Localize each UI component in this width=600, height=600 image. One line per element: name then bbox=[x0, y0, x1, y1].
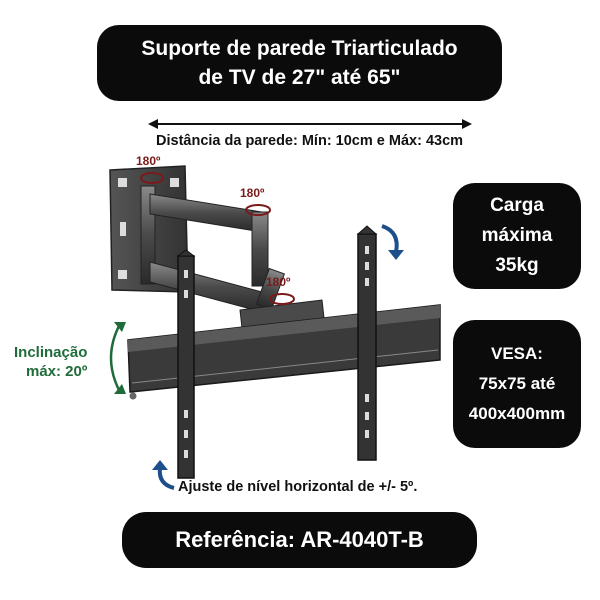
tilt-line-1: Inclinação bbox=[14, 344, 88, 361]
vesa-line-3: 400x400mm bbox=[468, 404, 566, 423]
title-banner: Suporte de parede Triarticulado de TV de… bbox=[97, 25, 502, 101]
vesa-line-2: 75x75 até bbox=[478, 374, 556, 393]
distance-arrow-icon bbox=[148, 119, 472, 129]
load-line-3: 35kg bbox=[495, 255, 539, 276]
rotation-label-1: 180º bbox=[136, 154, 161, 168]
rotation-label-2: 180º bbox=[240, 186, 265, 200]
tilt-label: Inclinação máx: 20º bbox=[14, 343, 87, 381]
title-line-1: Suporte de parede Triarticulado bbox=[141, 37, 458, 60]
vertical-bracket-left bbox=[176, 249, 196, 479]
level-adjust-label: Ajuste de nível horizontal de +/- 5º. bbox=[178, 479, 418, 495]
articulated-arms bbox=[140, 185, 325, 329]
rotation-marker-2: 180º bbox=[240, 186, 271, 216]
rotation-label-3: 180º bbox=[266, 275, 291, 289]
load-line-1: Carga bbox=[490, 195, 544, 216]
title-line-2: de TV de 27" até 65" bbox=[198, 66, 401, 89]
tilt-line-2: máx: 20º bbox=[26, 363, 88, 380]
wall-distance-label: Distância da parede: Mín: 10cm e Máx: 43… bbox=[156, 133, 464, 149]
rotation-marker-3: 180º bbox=[266, 275, 295, 305]
tilt-range-arrow-icon bbox=[109, 322, 126, 394]
rotation-marker-1: 180º bbox=[136, 154, 164, 184]
vesa-line-1: VESA: bbox=[491, 344, 543, 363]
level-arrow-icon bbox=[152, 460, 175, 490]
vesa-badge: VESA: 75x75 até 400x400mm bbox=[453, 320, 581, 448]
reference-banner: Referência: AR-4040T-B bbox=[122, 512, 477, 568]
load-line-2: máxima bbox=[481, 225, 553, 246]
max-load-badge: Carga máxima 35kg bbox=[453, 183, 581, 289]
tilt-arrow-icon bbox=[381, 224, 404, 260]
vertical-bracket-right bbox=[356, 225, 378, 461]
tv-mount-illustration: 180º 180º 180º bbox=[109, 154, 441, 490]
